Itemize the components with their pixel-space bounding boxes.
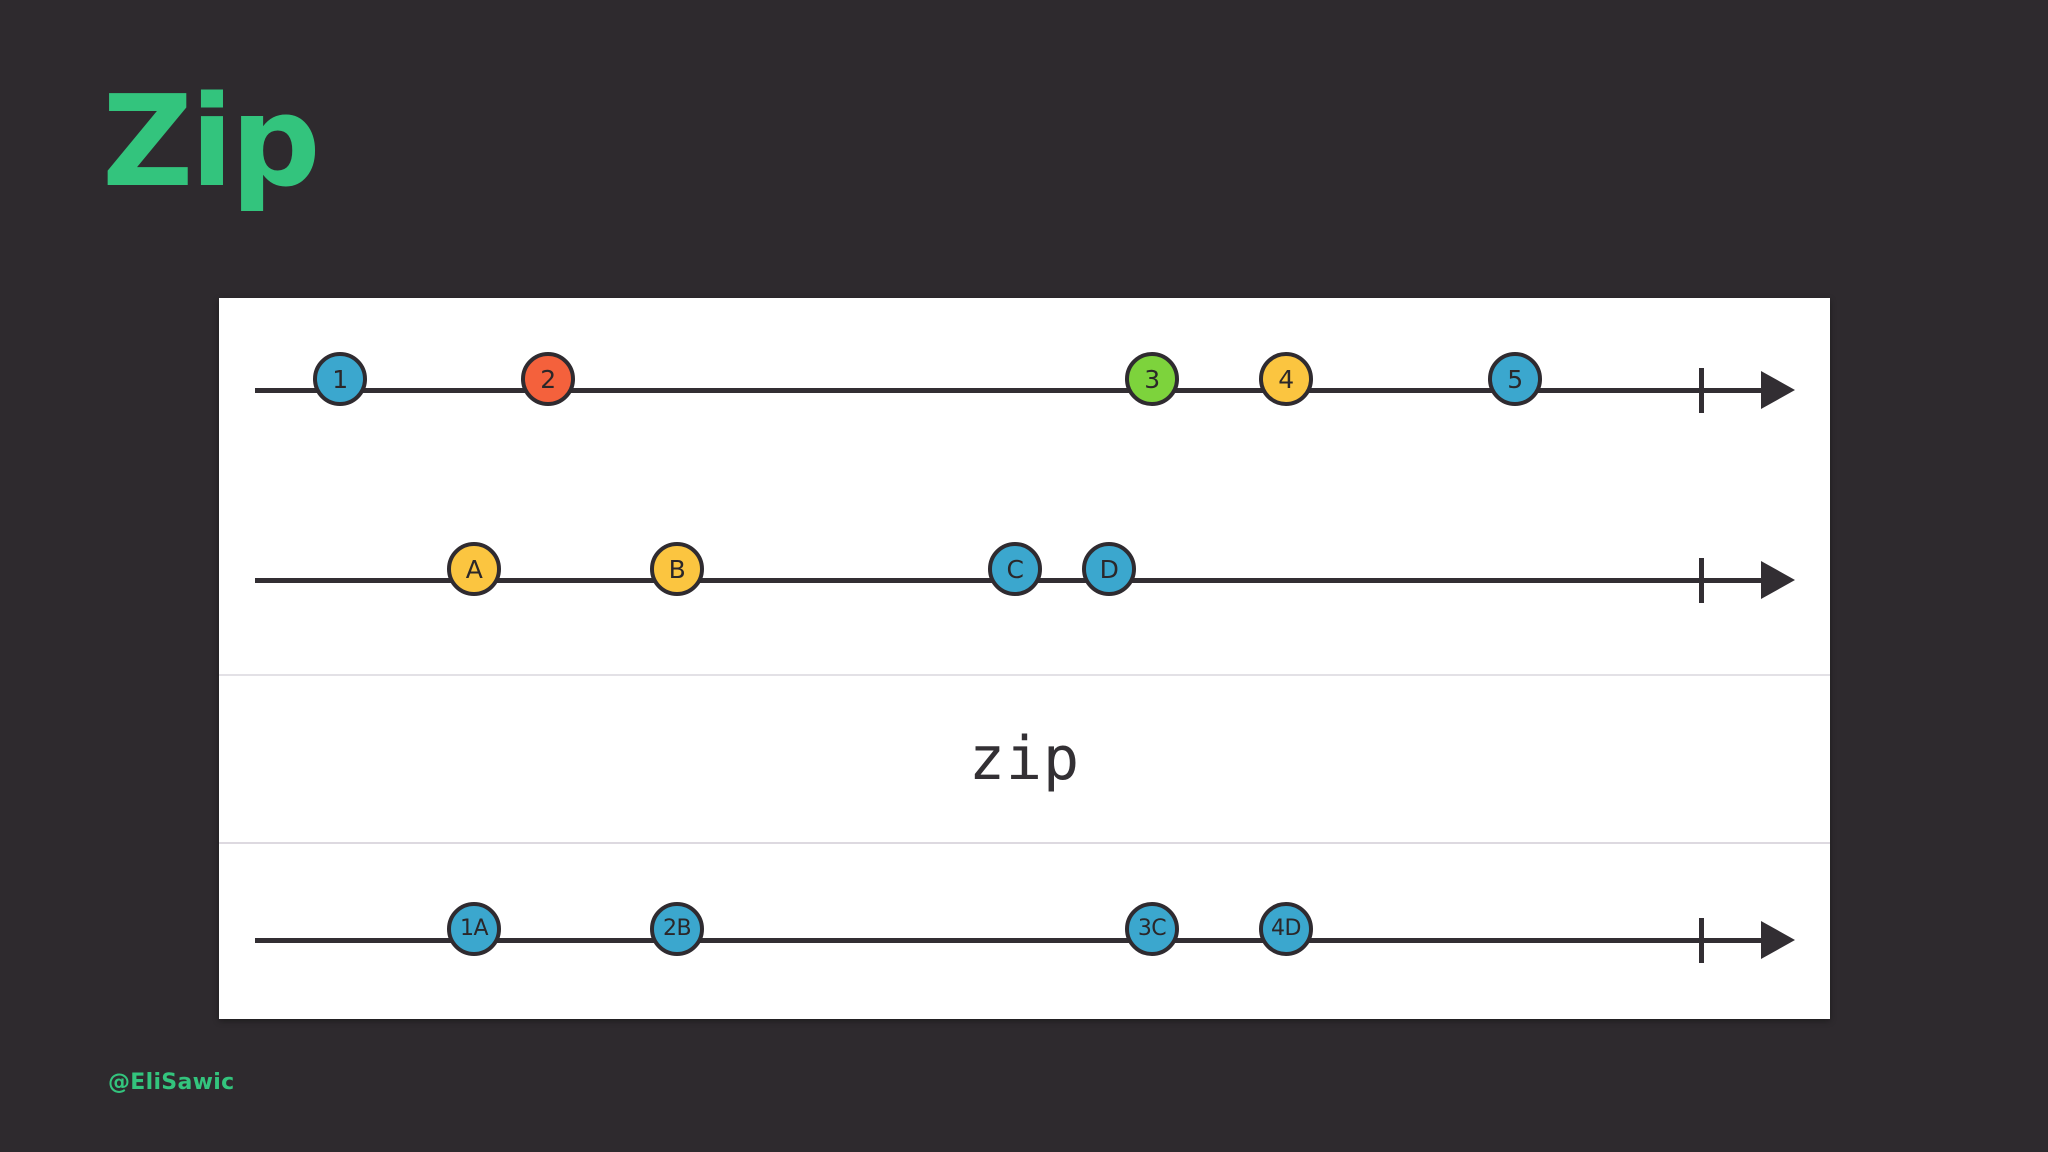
marble-label: 1A (459, 916, 489, 941)
marble: 2 (521, 352, 575, 406)
marble-label: 3 (1144, 364, 1160, 394)
operator-box: zip (219, 674, 1830, 844)
marble-timeline-source-1: 1 2 3 4 5 (219, 330, 1830, 450)
marble: 2B (650, 902, 704, 956)
arrow-head-icon (1761, 561, 1795, 599)
completion-tick-icon (1699, 558, 1704, 603)
marble-label: 1 (332, 364, 348, 394)
marble-label: 4D (1271, 916, 1301, 941)
marble-label: 2B (662, 916, 692, 941)
timeline-axis (255, 388, 1767, 393)
timeline-axis (255, 938, 1767, 943)
marble: D (1082, 542, 1136, 596)
marble: 1A (447, 902, 501, 956)
marble: 3C (1125, 902, 1179, 956)
marble-label: 2 (540, 364, 556, 394)
marble-label: C (1006, 554, 1024, 584)
marble-diagram-panel: 1 2 3 4 5 A B C D zip 1A 2B 3C 4D (219, 298, 1830, 1019)
marble: C (988, 542, 1042, 596)
completion-tick-icon (1699, 918, 1704, 963)
operator-label: zip (968, 724, 1081, 794)
marble: 5 (1488, 352, 1542, 406)
marble: 1 (313, 352, 367, 406)
marble: 4 (1259, 352, 1313, 406)
arrow-head-icon (1761, 371, 1795, 409)
author-watermark: @EliSawic (108, 1070, 235, 1095)
marble: A (447, 542, 501, 596)
marble-label: D (1099, 554, 1119, 584)
page-title: Zip (102, 68, 321, 215)
marble-label: B (668, 554, 686, 584)
marble-label: 5 (1507, 364, 1523, 394)
arrow-head-icon (1761, 921, 1795, 959)
completion-tick-icon (1699, 368, 1704, 413)
marble-label: 3C (1137, 916, 1167, 941)
marble-label: A (465, 554, 483, 584)
marble: 4D (1259, 902, 1313, 956)
marble: 3 (1125, 352, 1179, 406)
marble-label: 4 (1278, 364, 1294, 394)
marble-timeline-source-2: A B C D (219, 520, 1830, 640)
marble-timeline-result: 1A 2B 3C 4D (219, 880, 1830, 1000)
marble: B (650, 542, 704, 596)
